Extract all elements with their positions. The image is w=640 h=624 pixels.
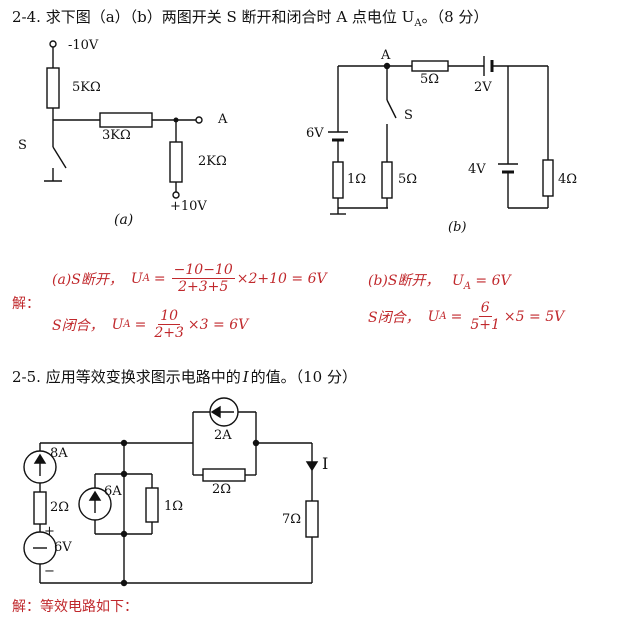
solution-b-open: (b)S断开， UA = 6V xyxy=(368,270,511,292)
problem-2-4-title: 2-4. 求下图（a）（b）两图开关 S 断开和闭合时 A 点电位 UA。（8 … xyxy=(12,6,488,29)
label-minus-10v: -10V xyxy=(68,38,99,53)
label-2ohm: 2Ω xyxy=(50,500,70,515)
title-subscript: A xyxy=(414,18,422,29)
label-plus: + xyxy=(44,524,55,539)
label-6a: 6A xyxy=(104,484,122,499)
label-5ohm-branch: 5Ω xyxy=(398,172,418,187)
title-end: 。（8 分） xyxy=(421,8,489,26)
label-switch-a: S xyxy=(18,138,27,153)
b-closed-sub: A xyxy=(439,311,447,322)
a-closed-eq: = xyxy=(134,316,147,333)
resistor-1ohm-b xyxy=(145,487,159,523)
label-8a: 8A xyxy=(50,446,68,461)
a-open-den: 2+3+5 xyxy=(178,279,229,295)
switch-b xyxy=(386,99,397,119)
a-open-prefix: (a)S断开， xyxy=(52,271,123,288)
label-4v: 4V xyxy=(468,162,486,177)
label-6v: 6V xyxy=(306,126,324,141)
resistor-5ohm-top xyxy=(411,60,449,72)
a-open-eq: = xyxy=(153,270,166,287)
a-closed-sub: A xyxy=(123,319,131,330)
label-3k: 3KΩ xyxy=(102,128,131,143)
resistor-1ohm xyxy=(332,161,344,199)
label-1ohm: 1Ω xyxy=(347,172,367,187)
a-closed-prefix: S闭合， xyxy=(52,317,104,334)
resistor-2ohm-parallel xyxy=(202,468,246,482)
label-switch-b: S xyxy=(404,108,413,123)
label-5k: 5KΩ xyxy=(72,80,101,95)
resistor-2ohm xyxy=(33,491,47,525)
a-closed-num: 10 xyxy=(158,308,181,325)
a-closed-den: 2+3 xyxy=(154,325,184,341)
label-6v-source: 6V xyxy=(54,540,72,555)
a-closed-tail: ×3 = 6V xyxy=(187,316,249,333)
caption-b: (b) xyxy=(448,220,467,235)
label-4ohm: 4Ω xyxy=(558,172,578,187)
label-minus: − xyxy=(44,564,55,579)
label-7ohm: 7Ω xyxy=(282,512,302,527)
resistor-7ohm xyxy=(305,500,319,538)
resistor-2k xyxy=(169,141,183,183)
problem-2-4-title-text: 2-4. 求下图（a）（b）两图开关 S 断开和闭合时 A 点电位 U xyxy=(12,8,415,26)
resistor-5k xyxy=(46,67,60,109)
switch-a xyxy=(52,146,67,169)
resistor-4ohm xyxy=(542,159,554,197)
terminal-bottom xyxy=(172,191,180,199)
b-open-prefix: (b)S断开， xyxy=(368,273,440,289)
label-current-i: I xyxy=(322,454,329,473)
label-1ohm-b: 1Ω xyxy=(164,499,184,514)
label-5ohm-top: 5Ω xyxy=(420,72,440,87)
b-open-tail: = 6V xyxy=(470,273,511,289)
b-closed-lhs: U xyxy=(427,308,440,325)
solution-2-4-label: 解： xyxy=(12,296,40,312)
b-closed-eq: = xyxy=(450,308,463,325)
a-open-lhs: U xyxy=(130,270,143,287)
label-2k: 2KΩ xyxy=(198,154,227,169)
resistor-5ohm-branch xyxy=(381,161,393,199)
b-open-lhs: U xyxy=(451,273,464,289)
solution-2-5-label: 解：等效电路如下： xyxy=(12,599,138,615)
a-open-num: −10−10 xyxy=(171,262,235,279)
b-open-sub: A xyxy=(463,280,471,292)
current-source-2a xyxy=(209,397,239,427)
a-open-tail: ×2+10 = 6V xyxy=(236,270,327,287)
b-closed-den: 5+1 xyxy=(470,317,500,333)
resistor-3k xyxy=(99,112,153,128)
terminal-a xyxy=(195,116,203,124)
a-closed-lhs: U xyxy=(111,316,124,333)
b-closed-num: 6 xyxy=(478,300,492,317)
label-node-a-b: A xyxy=(381,48,391,63)
label-2a: 2A xyxy=(214,428,232,443)
problem-2-5-title-end: 的值。（10 分） xyxy=(250,368,357,386)
b-closed-prefix: S闭合， xyxy=(368,309,420,326)
label-2v: 2V xyxy=(474,80,492,95)
label-plus-10v: +10V xyxy=(170,199,207,214)
problem-2-5-title-var: I xyxy=(242,368,249,386)
label-2ohm-parallel: 2Ω xyxy=(212,482,232,497)
terminal-top xyxy=(49,40,57,48)
b-closed-tail: ×5 = 5V xyxy=(503,308,565,325)
caption-a: (a) xyxy=(114,212,134,228)
a-open-sub: A xyxy=(142,273,150,284)
problem-2-5-title-text: 2-5. 应用等效变换求图示电路中的 xyxy=(12,368,241,386)
label-node-a: A xyxy=(218,112,228,127)
